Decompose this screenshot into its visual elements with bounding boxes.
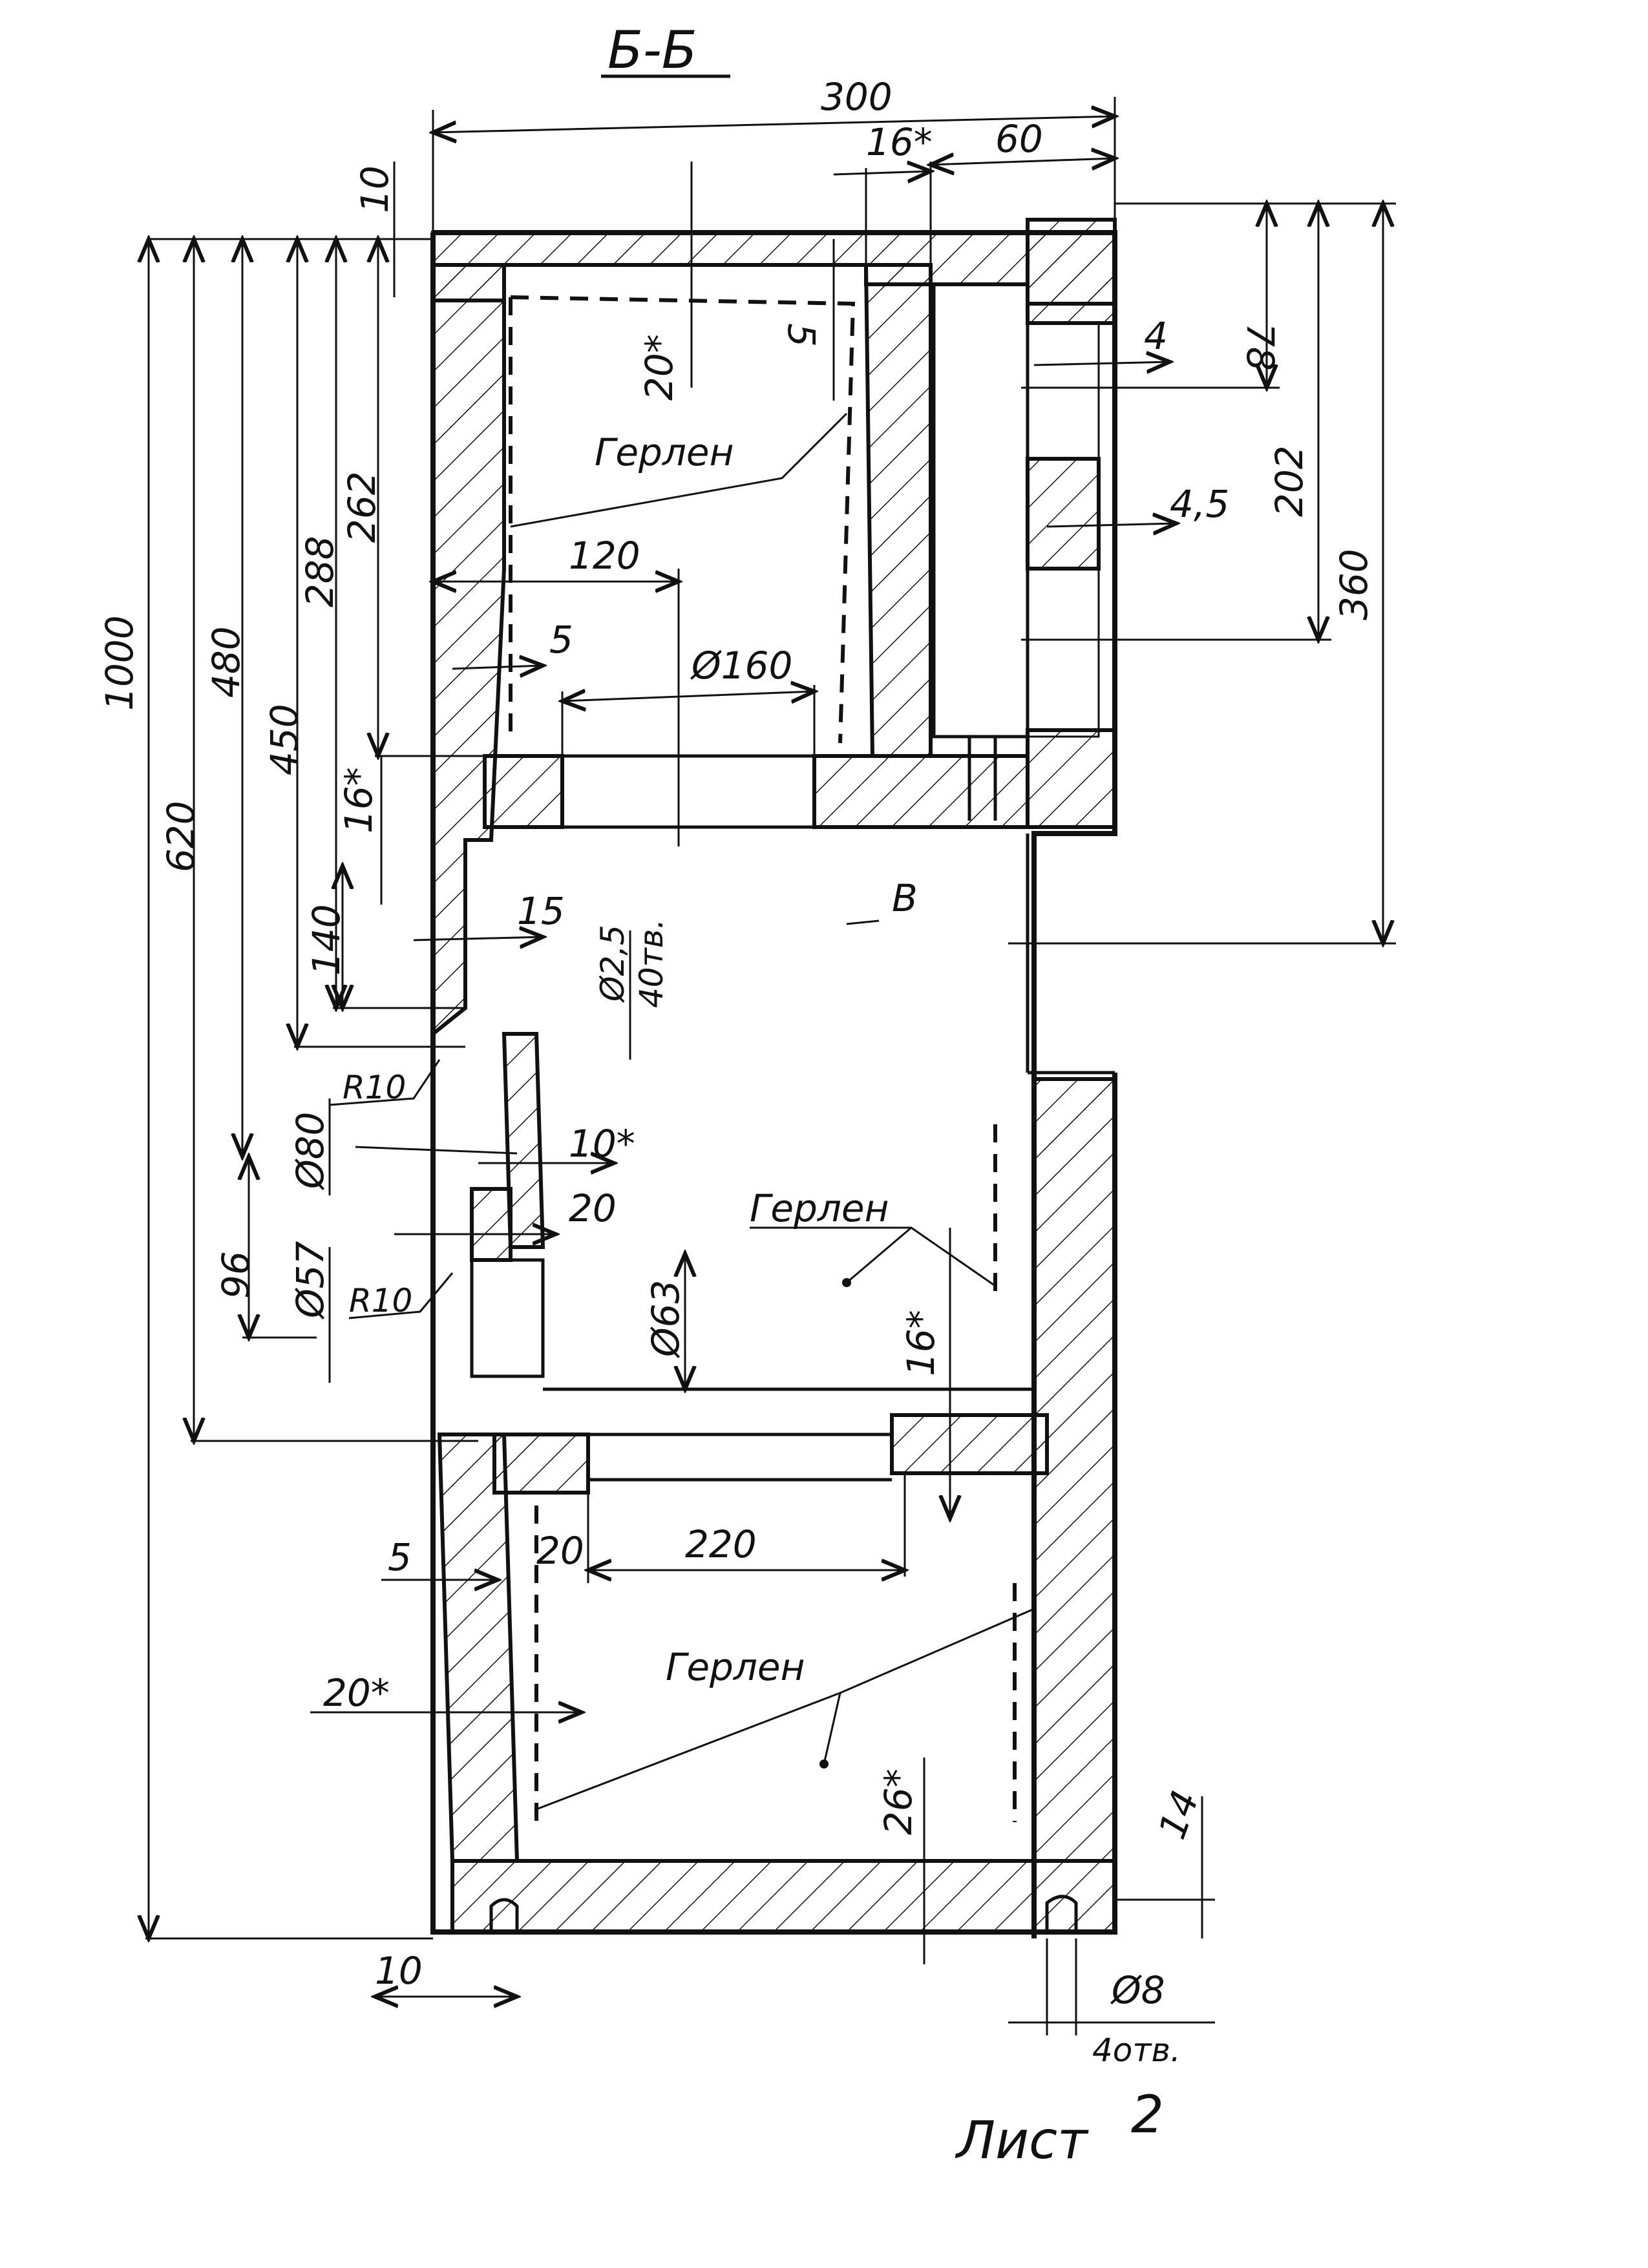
dim-57: Ø57: [288, 1241, 332, 1319]
right-upper-block: [1026, 218, 1117, 325]
label-holes-40-b: 4отв.: [1092, 2032, 1181, 2069]
label-gerlen-3: Герлен: [666, 1645, 805, 1689]
dim-4-5: 4,5: [1170, 482, 1229, 526]
left-wall-lower: [437, 1433, 520, 1863]
label-holes-40-a: 40тв.: [633, 919, 670, 1008]
dim-5-mid: 5: [549, 618, 573, 662]
dim-96: 96: [214, 1251, 258, 1299]
label-view-b: В: [892, 876, 918, 920]
dim-16s-left: 16*: [337, 767, 381, 834]
dim-80: Ø80: [288, 1112, 332, 1190]
label-r10-a: R10: [343, 1069, 406, 1106]
dim-1000: 1000: [98, 615, 142, 711]
dim-20s-top: 20*: [637, 334, 681, 401]
dim-262: 262: [340, 471, 384, 543]
dim-16s-right: 16*: [899, 1310, 943, 1376]
dim-14: 14: [1150, 1785, 1207, 1845]
dim-60: 60: [995, 117, 1043, 161]
section-title: Б-Б: [601, 20, 730, 80]
left-wall-upper: [431, 263, 506, 1038]
dim-5-low: 5: [388, 1535, 412, 1579]
sheet-label: Лист: [955, 2110, 1089, 2170]
left-step-upper: [502, 1032, 545, 1249]
dim-20s-low: 20*: [323, 1671, 390, 1715]
right-dimension-stack: [1008, 204, 1396, 943]
dim-140: 140: [304, 904, 348, 976]
dim-8: Ø8: [1110, 1968, 1165, 2012]
dim-26s: 26*: [876, 1769, 920, 1835]
dim-288: 288: [298, 536, 342, 607]
label-gerlen-2: Герлен: [750, 1186, 889, 1230]
dim-2-5: Ø2,5: [594, 925, 631, 1003]
dim-450: 450: [262, 704, 306, 775]
lower-plate-right: [890, 1413, 1049, 1475]
lining-upper: [510, 295, 856, 744]
top-wall: [431, 231, 1117, 306]
dim-20-mid: 20: [569, 1186, 617, 1230]
lower-plate-left: [492, 1433, 590, 1495]
dim-202: 202: [1267, 445, 1311, 517]
dim-10s: 10*: [569, 1122, 635, 1166]
dim-16s-top: 16*: [866, 120, 933, 164]
dim-120: 120: [569, 534, 640, 578]
dim-15: 15: [517, 889, 565, 933]
bottom-plate: [450, 1859, 1117, 1934]
dim-160: Ø160: [690, 644, 792, 688]
dim-620: 620: [159, 801, 203, 872]
left-dimension-stack: [145, 239, 485, 1938]
dim-220: 220: [685, 1522, 757, 1566]
dim-20-low: 20: [536, 1529, 584, 1573]
dim-5-top: 5: [779, 323, 823, 347]
dim-360: 360: [1332, 549, 1376, 620]
dim-10-bot: 10: [375, 1949, 423, 1993]
inner-plate: [863, 263, 933, 758]
title-text: Б-Б: [607, 20, 697, 80]
sheet-number: 2: [1131, 2084, 1164, 2145]
dim-10-top: 10: [353, 165, 397, 213]
dim-480: 480: [204, 626, 248, 698]
dim-63: Ø63: [644, 1280, 688, 1358]
left-step-lower: [470, 1187, 512, 1262]
sheet-footer: Лист 2: [955, 2084, 1164, 2170]
right-insert: [1026, 457, 1101, 571]
dim-300: 300: [821, 75, 893, 119]
label-gerlen-1: Герлен: [595, 430, 734, 474]
middle-plate-left: [483, 754, 564, 829]
dim-4: 4: [1144, 314, 1168, 358]
bottom-hole-right: [1045, 1895, 1078, 1932]
bottom-hole-left: [489, 1898, 519, 1932]
label-r10-b: R10: [349, 1282, 412, 1319]
dim-78: 78: [1238, 323, 1282, 371]
middle-plate-right-end: [1026, 728, 1117, 829]
